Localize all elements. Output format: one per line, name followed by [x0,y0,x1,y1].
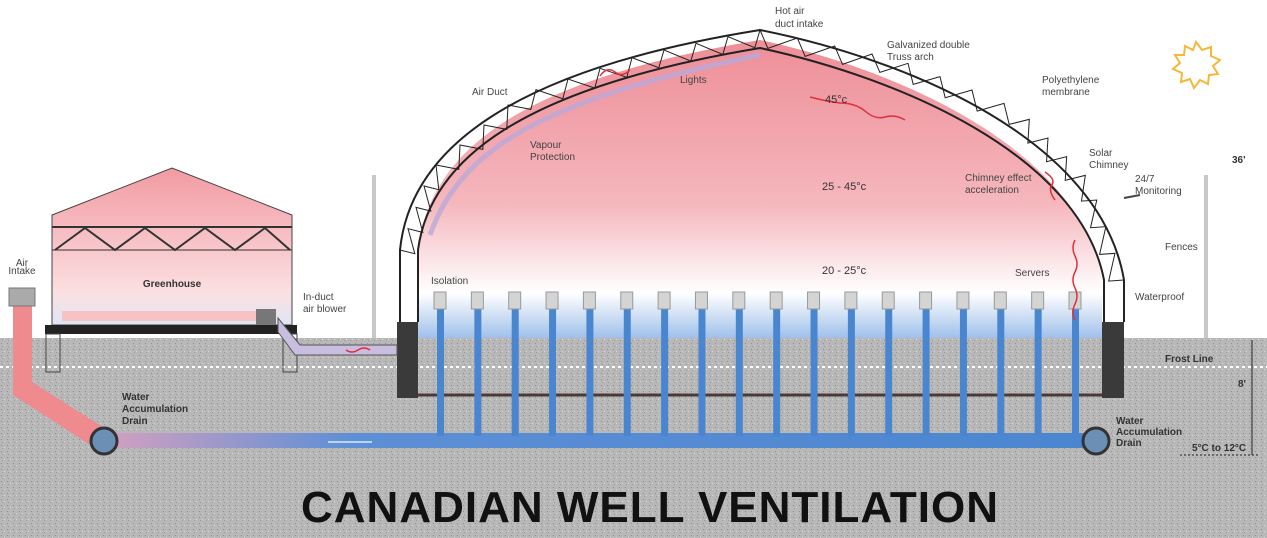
truss-arch-inner [417,46,1105,322]
server-rack [881,291,895,310]
server-air-column [586,308,594,436]
sun-icon [1171,39,1222,90]
server-air-column [474,308,482,436]
server-rack [582,291,596,310]
truss-web [399,28,1125,282]
label-air-duct: Air Duct [472,87,508,98]
air-duct [427,52,761,236]
greenhouse-leg [45,333,61,373]
right-foundation-wall [1102,322,1124,398]
server-air-column [997,308,1005,436]
return-air-flow [345,347,371,353]
label-greenhouse: Greenhouse [143,279,202,290]
server-air-column [549,308,557,436]
label-servers: Servers [1015,268,1049,279]
server-air-column [847,308,855,436]
return-duct [277,316,398,356]
label-lights: Lights [680,75,707,86]
fence-pole-right [1204,175,1208,338]
air-intake-cap [8,287,36,307]
server-air-column [623,308,631,436]
label-ground-temp: 5°C to 12°C [1192,443,1246,454]
label-frost-line: Frost Line [1165,354,1214,365]
server-air-column [773,308,781,436]
server-air-column [1034,308,1042,436]
label-isolation: Isolation [431,276,468,287]
server-rack [657,291,671,310]
right-drain [1081,426,1111,456]
temp-top: 45°c [825,94,848,106]
left-foundation-wall [397,322,418,398]
warm-air-flow [809,96,906,121]
server-rack [1068,291,1082,310]
label-height: 36' [1232,155,1246,166]
server-air-column [959,308,967,436]
server-rack [769,291,783,310]
temp-bottom: 20 - 25°c [822,265,867,277]
monitoring-camera [1123,194,1141,199]
label-waterproof: Waterproof [1135,292,1184,303]
server-rack [844,291,858,310]
server-air-column [885,308,893,436]
light-pole-left [372,175,376,338]
server-rack [732,291,746,310]
server-air-column [437,308,444,436]
greenhouse-heating-bed [62,311,257,321]
server-rack [1031,291,1045,310]
server-rack [956,291,970,310]
server-rack [694,291,708,310]
server-air-column [511,308,519,436]
server-air-column [661,308,669,436]
truss-bracing [399,28,1125,282]
server-rack [807,291,821,310]
label-depth: 8' [1238,379,1246,390]
warm-air-flow [1072,239,1078,321]
server-air-column [810,308,818,436]
duct-air-flow [599,69,631,77]
warm-air-flow [1044,171,1056,201]
label-fences: Fences [1165,242,1198,253]
server-rack [470,291,484,310]
underground-air-pipe [105,433,1095,448]
server-air-column [735,308,743,436]
diagram-title: CANADIAN WELL VENTILATION [301,483,999,532]
left-drain [89,426,119,456]
in-duct-blower [256,309,276,326]
server-rack [993,291,1007,310]
server-air-column [1072,308,1079,436]
server-rack [508,291,522,310]
server-rack [919,291,933,310]
temp-middle: 25 - 45°c [822,181,867,193]
server-rack [620,291,634,310]
server-rack [545,291,559,310]
greenhouse-building [51,167,293,326]
server-rack [433,291,447,310]
server-air-column [698,308,706,436]
greenhouse-platform [45,325,297,334]
server-columns [433,291,1082,436]
server-air-column [922,308,930,436]
dome-membrane [418,40,1102,338]
